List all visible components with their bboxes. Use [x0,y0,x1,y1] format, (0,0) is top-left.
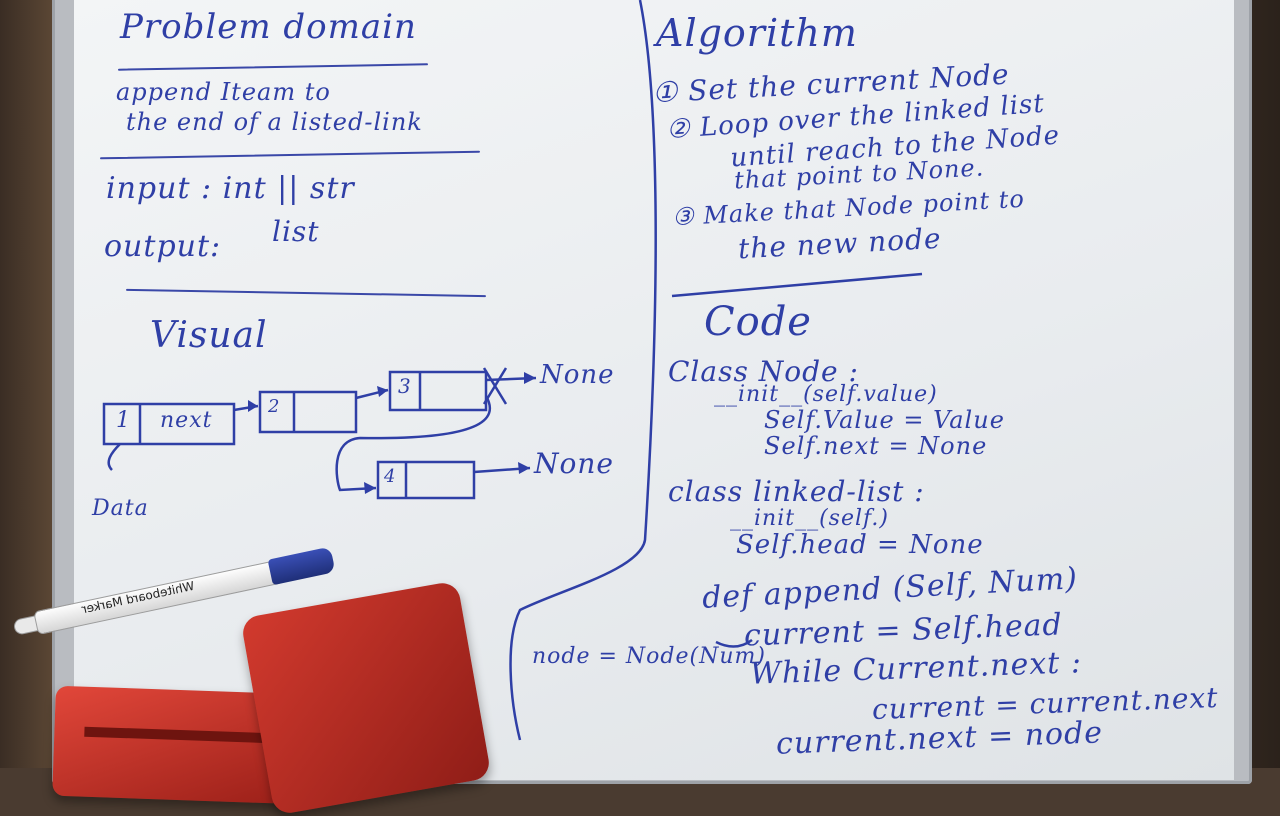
node-4-value: 4 [384,466,397,487]
none-label-top: None [540,360,615,390]
algorithm-title: Algorithm [656,11,858,55]
output-label: output: [104,229,222,264]
code-line-self-head: Self.head = None [736,530,984,560]
node-1-next-label: next [160,408,213,433]
visual-title: Visual [150,315,268,356]
data-label: Data [92,496,149,521]
input-line: input : int || str [106,171,355,206]
node-1-value: 1 [116,408,131,433]
code-title: Code [704,299,812,345]
node-assign-annotation: node = Node(Num) [532,644,766,669]
node-3-box [388,370,488,412]
eraser-stripe [84,726,275,744]
code-line-node-init: __init__(self.value) [714,382,938,407]
code-line-list-init: __init__(self.) [730,506,889,531]
problem-line-2: the end of a listed-link [126,108,423,136]
code-line-self-value: Self.Value = Value [764,406,1005,434]
code-line-self-next: Self.next = None [764,432,988,460]
code-line-class-node: Class Node : [668,355,859,388]
node-3-value: 3 [398,374,412,398]
node-assign-arrow [715,638,753,648]
node-4-box [376,460,476,500]
data-brace [107,443,121,471]
column-divider [509,0,657,741]
code-line-class-linked-list: class linked-list : [668,475,925,508]
algorithm-divider [671,272,923,298]
node-1-box [102,402,236,446]
node-2-box [258,390,358,434]
problem-domain-title: Problem domain [120,7,417,47]
node-2-value: 2 [268,396,281,417]
linked-list-diagram [102,0,923,741]
output-value: list [272,215,320,248]
arrow-3-4 [335,395,491,492]
problem-line-1: append Iteam to [116,78,331,106]
none-label-bottom: None [534,447,614,480]
eraser [240,580,492,816]
